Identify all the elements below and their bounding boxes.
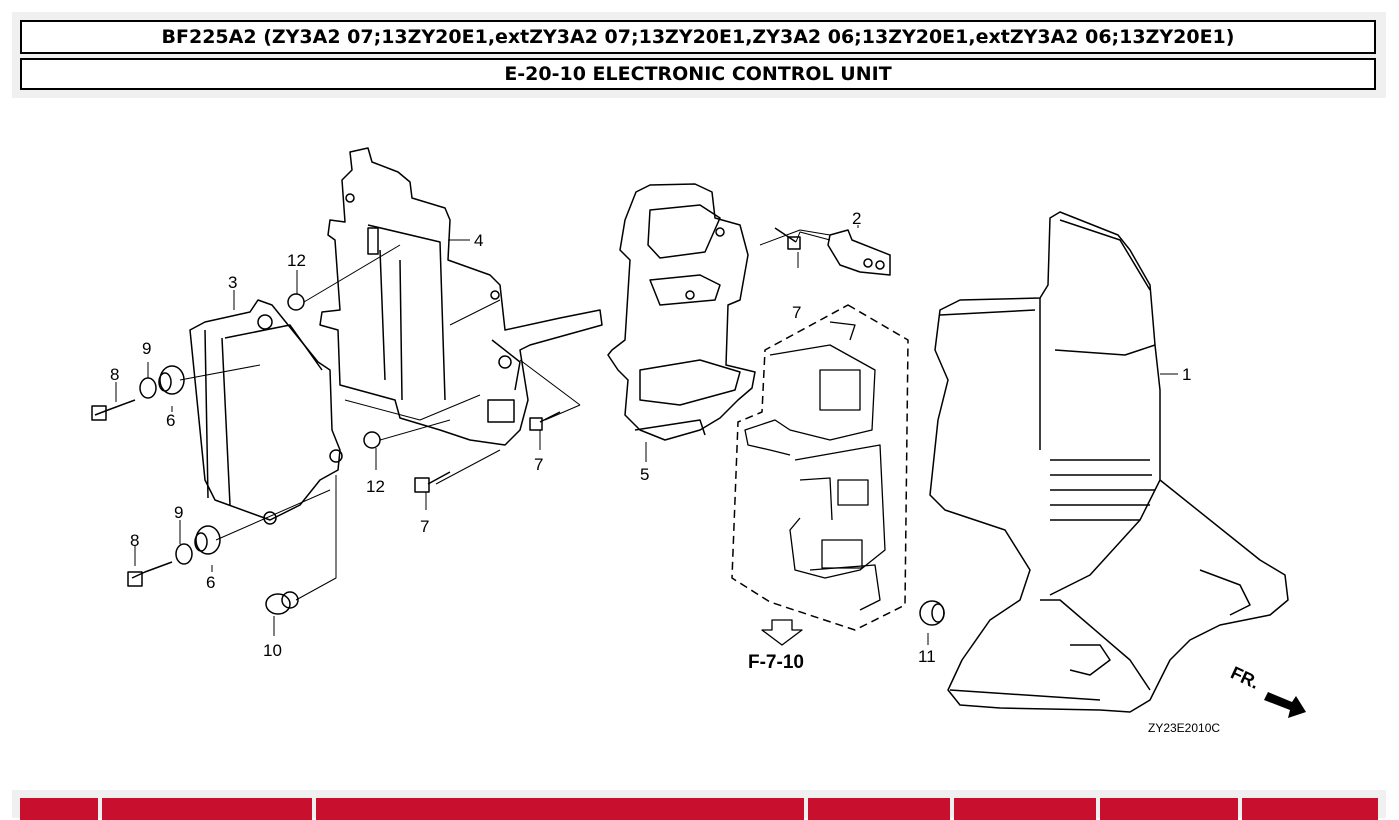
reference-arrow-icon[interactable] xyxy=(761,619,803,646)
callout-1[interactable]: 1 xyxy=(1182,365,1191,384)
front-direction-arrow-icon xyxy=(1264,692,1306,718)
callout-2[interactable]: 2 xyxy=(852,209,861,228)
base-plate-part[interactable] xyxy=(607,183,756,441)
washer-part-9b[interactable] xyxy=(175,543,193,565)
leader-lines xyxy=(115,225,1178,645)
ecu-bracket-part[interactable] xyxy=(319,147,603,446)
callout-12b[interactable]: 12 xyxy=(366,477,385,496)
table-header-cell xyxy=(808,798,950,820)
reference-assembly-outline xyxy=(731,304,909,631)
section-title: E-20-10 ELECTRONIC CONTROL UNIT xyxy=(20,58,1376,90)
parts-diagram: 1 2 3 4 5 6 6 7 7 7 8 8 9 9 10 11 12 12 … xyxy=(91,147,1306,735)
reference-assembly-parts xyxy=(744,321,886,611)
callout-7b[interactable]: 7 xyxy=(534,455,543,474)
callout-5[interactable]: 5 xyxy=(640,465,649,484)
model-title: BF225A2 (ZY3A2 07;13ZY20E1,extZY3A2 07;1… xyxy=(20,20,1376,54)
table-header-cell xyxy=(1242,798,1378,820)
table-header-cell xyxy=(316,798,804,820)
drawing-code: ZY23E2010C xyxy=(1148,721,1220,735)
callout-8a[interactable]: 8 xyxy=(110,365,119,384)
parts-table-header xyxy=(12,790,1386,820)
callout-9a[interactable]: 9 xyxy=(142,339,151,358)
bolt-part-12b[interactable] xyxy=(363,431,381,449)
nut-part-10[interactable] xyxy=(265,591,299,615)
table-header-cell xyxy=(20,798,98,820)
screw-part-7a[interactable] xyxy=(414,471,451,493)
table-header-cell xyxy=(954,798,1096,820)
grommet-part-6a[interactable] xyxy=(158,365,185,395)
callout-7a[interactable]: 7 xyxy=(420,517,429,536)
callout-8b[interactable]: 8 xyxy=(130,531,139,550)
screw-part-7b[interactable] xyxy=(529,411,561,431)
cover-part[interactable] xyxy=(929,211,1289,713)
header-panel: BF225A2 (ZY3A2 07;13ZY20E1,extZY3A2 07;1… xyxy=(12,12,1386,98)
reference-link[interactable]: F-7-10 xyxy=(748,652,804,673)
callout-4[interactable]: 4 xyxy=(474,231,483,250)
ecu-unit-part[interactable] xyxy=(189,299,343,525)
clip-part[interactable] xyxy=(827,229,891,276)
callout-3[interactable]: 3 xyxy=(228,273,237,292)
bolt-part-8a[interactable] xyxy=(91,399,136,421)
callout-6b[interactable]: 6 xyxy=(206,573,215,592)
bolt-part-12a[interactable] xyxy=(287,293,305,311)
callout-6a[interactable]: 6 xyxy=(166,411,175,430)
callout-9b[interactable]: 9 xyxy=(174,503,183,522)
grommet-part-11[interactable] xyxy=(919,600,945,626)
grommet-part-6b[interactable] xyxy=(194,525,221,555)
table-header-cell xyxy=(102,798,312,820)
callout-11[interactable]: 11 xyxy=(918,647,936,666)
table-header-cell xyxy=(1100,798,1238,820)
callout-7c[interactable]: 7 xyxy=(792,303,801,322)
callout-10[interactable]: 10 xyxy=(263,641,282,660)
front-direction-label: FR. xyxy=(1228,662,1263,692)
washer-part-9a[interactable] xyxy=(139,377,157,399)
callout-12a[interactable]: 12 xyxy=(287,251,306,270)
bolt-part-8b[interactable] xyxy=(127,561,173,587)
